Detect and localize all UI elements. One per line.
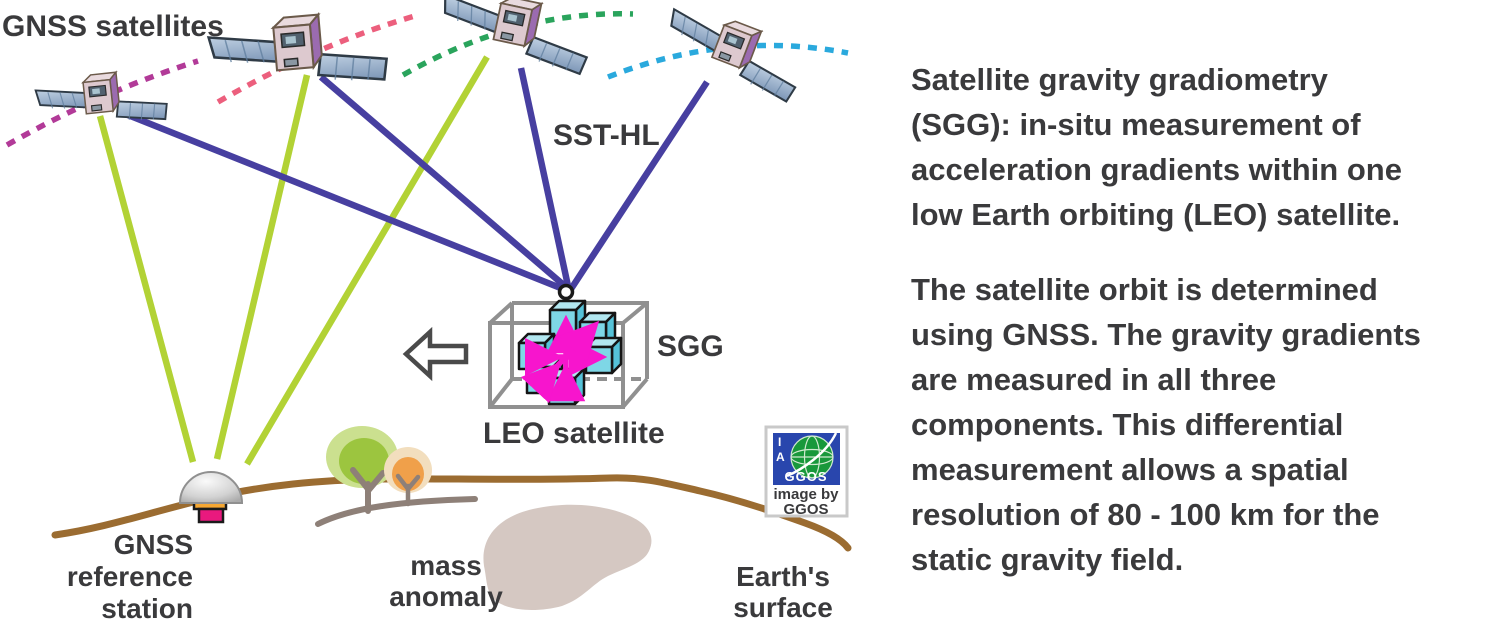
ggos-logo: I A GGOS image by GGOS [764,425,849,518]
sst-link-line [568,80,710,291]
gnss-ground-links [96,55,490,466]
sst-link-line [517,67,572,287]
gnss-satellite-3 [433,0,597,76]
sst-hl-links [121,67,710,293]
description-paragraph-1: Satellite gravity gradiometry (SGG): in-… [911,62,1402,232]
orbit-arc-2 [216,12,419,105]
logo-credit-line1: image by [773,486,839,503]
mass-anomaly-label: mass anomaly [389,550,503,612]
logo-credit-line2: GGOS [783,501,828,518]
sst-link-line [121,109,565,293]
gnss-satellite-4 [656,0,811,104]
tree-small [384,447,432,507]
leo-satellite-label: LEO satellite [483,417,665,450]
gnss-link-line [96,115,197,463]
leo-satellite-gradiometer [488,283,649,409]
sst-link-line [318,74,569,290]
gnss-link-line [213,74,311,460]
left-arrow-icon [402,326,469,382]
description-paragraph-2: The satellite orbit is determined using … [911,272,1421,577]
sgg-label: SGG [657,330,724,363]
logo-ggos-text: GGOS [784,469,827,484]
tree-large [326,426,398,514]
accelerometer-cube [584,336,623,375]
hill-line [315,496,478,527]
mass-anomaly-blob [483,504,652,611]
gnss-reference-station-icon [178,471,244,524]
gnss-link-line [244,55,490,466]
gnss-antenna-icon [557,283,575,301]
gnss-satellites-label: GNSS satellites [2,10,224,43]
globe-icon [786,432,838,479]
logo-letter-i: I [778,435,781,449]
logo-letter-a: A [776,450,785,464]
earths-surface-label: Earth's surface [733,561,833,623]
gnss-satellite-2 [206,7,390,96]
gradiometer-axes-icon [520,314,608,404]
sst-hl-label: SST-HL [553,119,660,152]
gnss-reference-station-label: GNSS reference station [66,529,193,624]
